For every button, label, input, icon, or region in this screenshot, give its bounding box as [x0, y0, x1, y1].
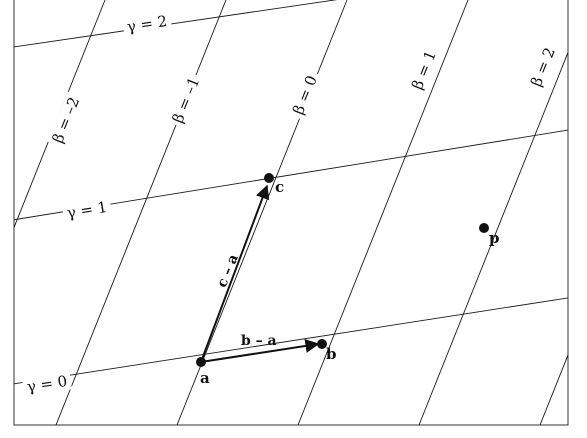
svg-text:γ = 0: γ = 0	[26, 372, 69, 396]
svg-text:β = 2: β = 2	[527, 45, 559, 89]
beta-line-p2	[418, 51, 568, 425]
beta-label-0: β = 0	[287, 69, 323, 121]
point-label-b: b	[326, 345, 337, 363]
gamma-line-0	[14, 297, 568, 385]
point-label-c: c	[275, 178, 284, 196]
beta-label-m1: β = –1	[167, 71, 205, 129]
grid-lines	[14, 0, 568, 425]
beta-line-m1	[55, 0, 227, 425]
point-b	[317, 339, 327, 349]
vector-label-c-minus-a: c – a	[214, 252, 242, 290]
svg-text:β = 1: β = 1	[408, 48, 440, 92]
point-c	[264, 173, 274, 183]
svg-text:c – a: c – a	[214, 252, 242, 290]
gamma-line-2	[14, 0, 338, 48]
svg-text:β = 0: β = 0	[289, 73, 321, 117]
svg-text:γ = 2: γ = 2	[126, 12, 169, 36]
vector-label-b-minus-a: b – a	[241, 333, 277, 349]
vector-b-minus-a	[200, 338, 320, 363]
beta-line-m2	[14, 0, 106, 229]
svg-text:β = –2: β = –2	[49, 94, 84, 145]
point-label-p: p	[489, 229, 500, 247]
point-label-a: a	[200, 369, 210, 387]
point-a	[196, 357, 206, 367]
gamma-label-2: γ = 2	[121, 11, 173, 37]
beta-line-p1	[297, 0, 469, 425]
frame-border	[13, 0, 569, 426]
vector-c-minus-a	[200, 184, 270, 363]
svg-text:β = –1: β = –1	[169, 74, 204, 125]
point-p	[479, 223, 489, 233]
gamma-label-0: γ = 0	[21, 371, 73, 397]
beta-label-p1: β = 1	[406, 44, 442, 96]
beta-label-m2: β = –2	[47, 91, 85, 149]
svg-text:γ = 1: γ = 1	[66, 198, 109, 222]
gamma-label-1: γ = 1	[61, 197, 113, 223]
